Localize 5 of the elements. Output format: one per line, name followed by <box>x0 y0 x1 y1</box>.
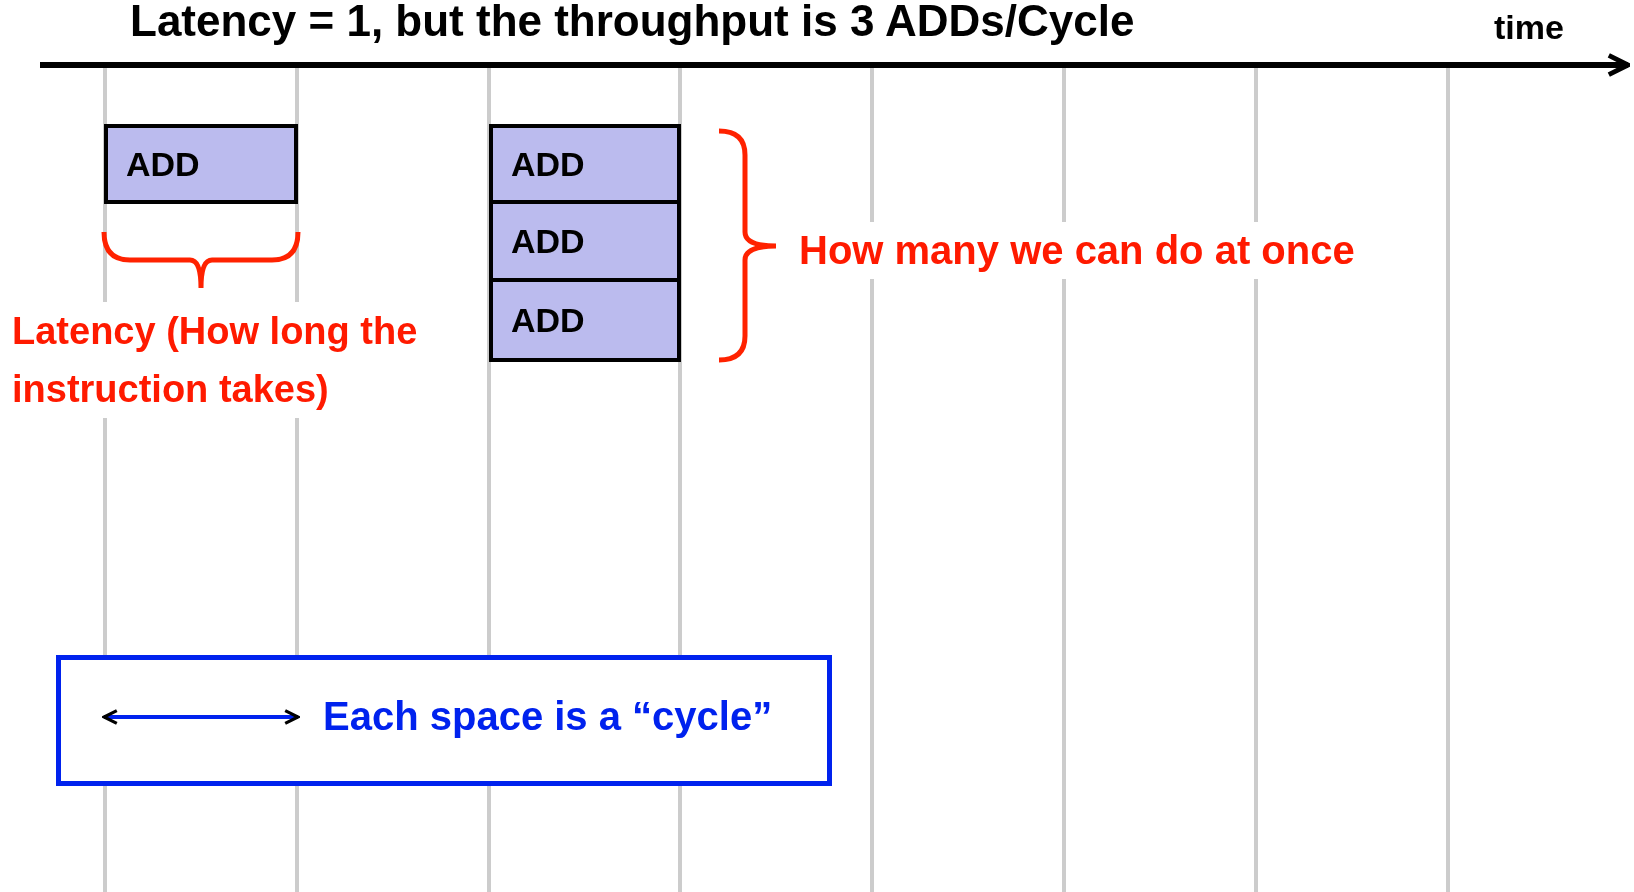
instruction-box: ADD <box>104 124 298 204</box>
note-box <box>56 655 832 786</box>
axis-label: time <box>1494 8 1564 47</box>
diagram-title: Latency = 1, but the throughput is 3 ADDs/Cycle <box>130 0 1135 46</box>
note-text: Each space is a “cycle” <box>323 694 773 739</box>
